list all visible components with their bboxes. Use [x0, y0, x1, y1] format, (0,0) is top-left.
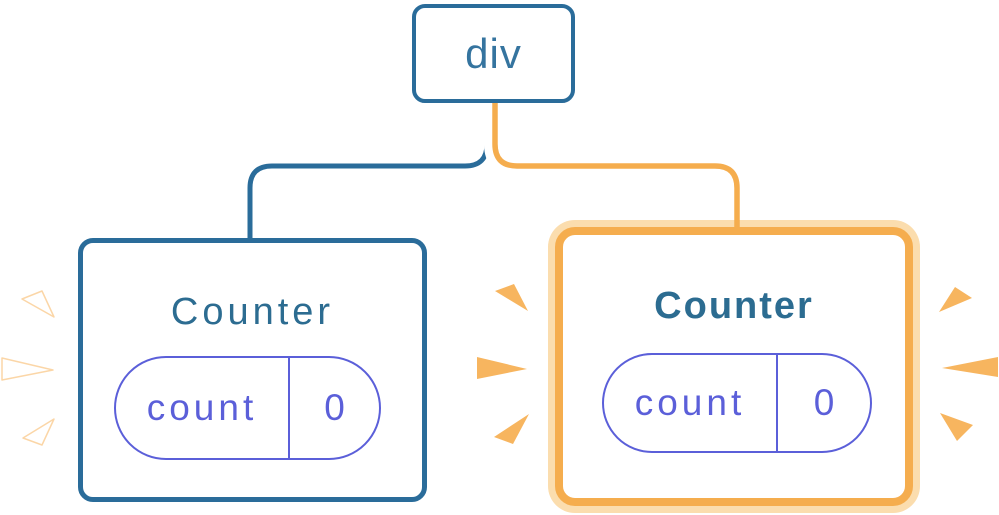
orange-wire-core — [492, 103, 740, 228]
flash-mark-icon — [22, 418, 55, 446]
root-node-label: div — [465, 29, 522, 77]
state-value: 0 — [324, 387, 345, 428]
flash-mark-icon — [942, 357, 998, 377]
card-title: Counter — [654, 285, 814, 327]
flash-mark-icon — [495, 284, 528, 311]
state-pill: count 0 — [114, 356, 381, 460]
orange-wire-casing — [484, 100, 748, 228]
flash-mark-icon — [1, 357, 54, 381]
state-key-label: count — [146, 387, 258, 428]
flash-mark-icon — [939, 287, 972, 312]
state-key-cell: count — [604, 355, 778, 451]
flash-mark-icon — [477, 357, 527, 379]
root-node: div — [412, 4, 575, 103]
blue-wire — [247, 101, 490, 240]
state-value-cell: 0 — [778, 355, 870, 451]
state-pill: count 0 — [602, 353, 872, 453]
state-key-cell: count — [116, 358, 290, 458]
state-key-label: count — [634, 382, 746, 423]
card-title: Counter — [170, 291, 335, 333]
flash-mark-icon — [494, 414, 529, 444]
flash-mark-icon — [21, 290, 55, 318]
left-flash-marks — [1, 290, 55, 446]
state-value: 0 — [813, 382, 835, 423]
right-card-right-flash-marks — [939, 287, 998, 441]
flash-mark-icon — [940, 413, 973, 441]
right-card-left-flash-marks — [477, 284, 529, 444]
state-value-cell: 0 — [290, 358, 379, 458]
